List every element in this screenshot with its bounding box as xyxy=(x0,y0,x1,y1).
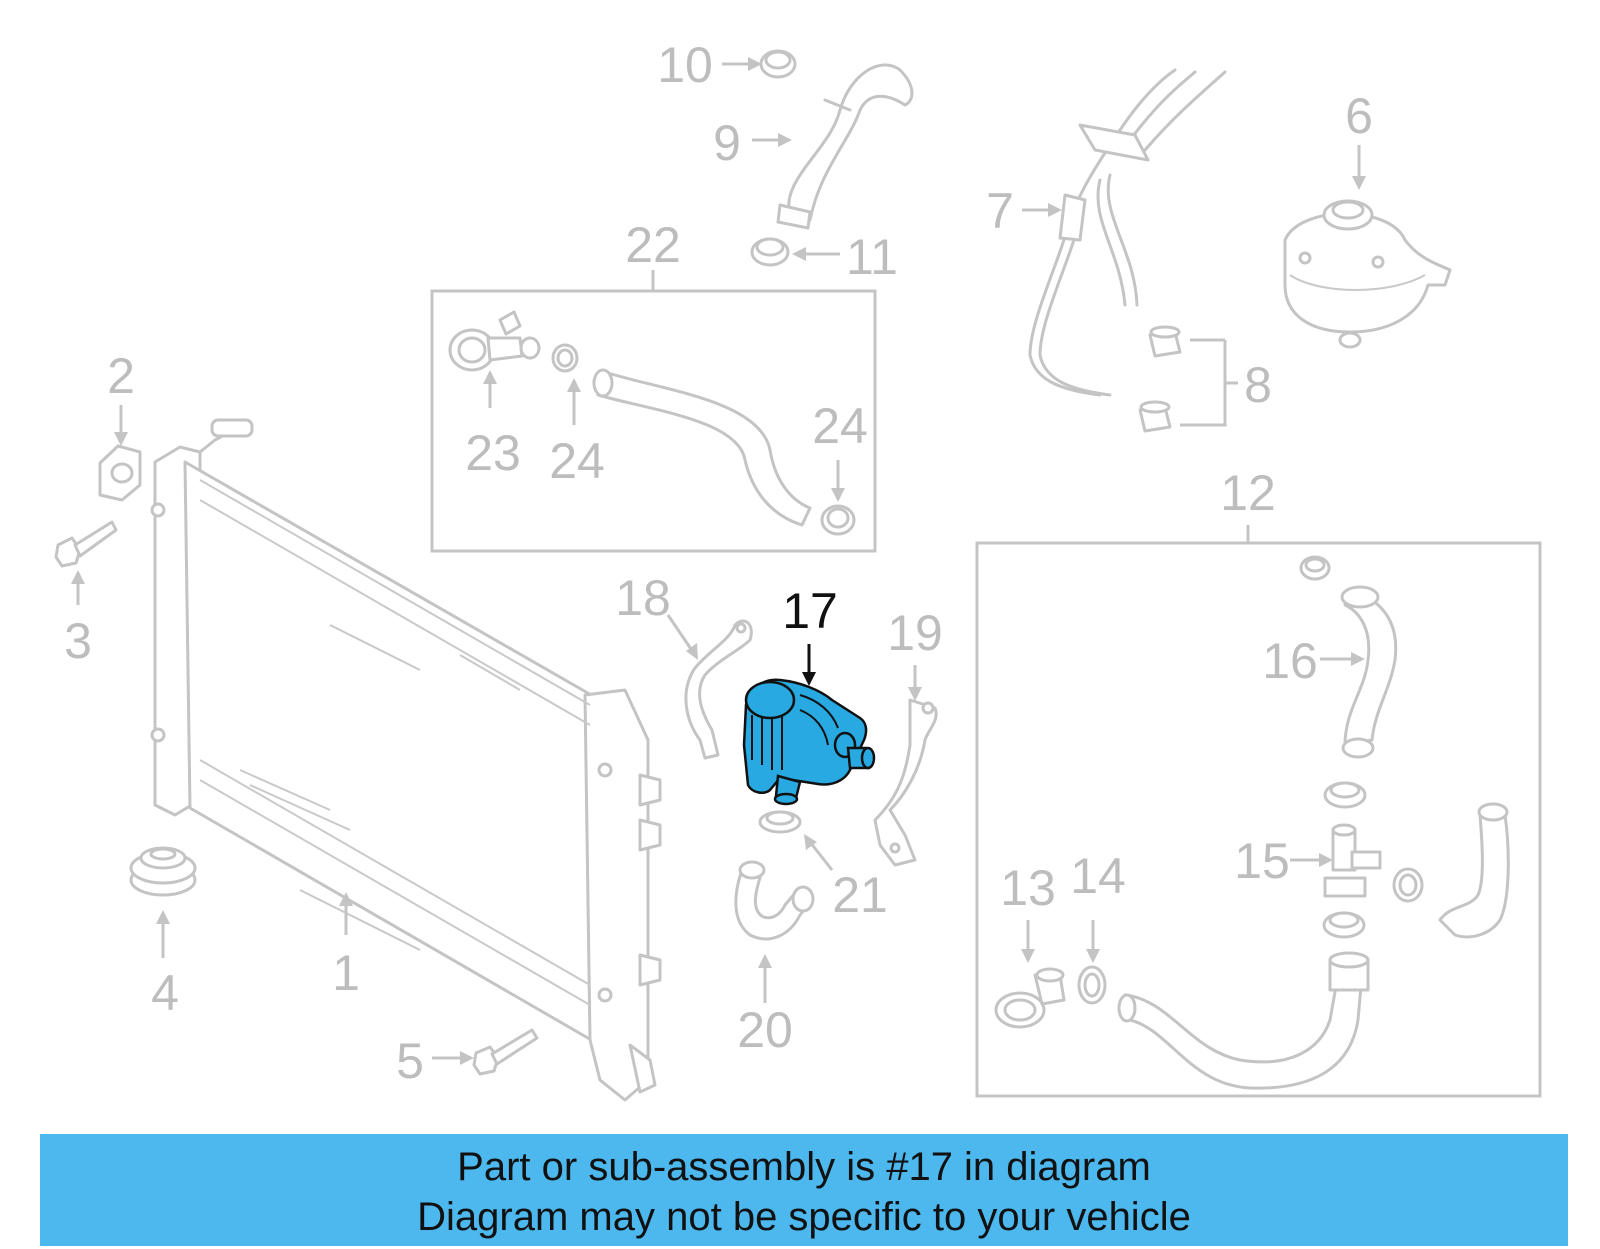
callout-3: 3 xyxy=(64,613,92,669)
part-23-connector xyxy=(448,310,541,372)
callout-5: 5 xyxy=(396,1033,424,1089)
callout-21: 21 xyxy=(832,867,888,923)
part-11-clamp xyxy=(750,237,790,267)
banner-line-1: Part or sub-assembly is #17 in diagram xyxy=(457,1145,1151,1189)
part-16-hose xyxy=(1340,585,1398,759)
callout-10: 10 xyxy=(657,37,713,93)
part-19-bracket xyxy=(873,698,938,867)
part-13-connector xyxy=(994,967,1066,1029)
callout-13: 13 xyxy=(1000,860,1056,916)
callout-8: 8 xyxy=(1244,357,1272,413)
part-22-hose xyxy=(592,368,812,527)
callout-labels: 1 2 3 4 5 6 7 8 9 10 11 12 13 14 15 16 1… xyxy=(64,37,1373,1089)
part-6-expansion-tank xyxy=(1283,199,1452,349)
group-box-12 xyxy=(975,541,1542,1098)
callout-20: 20 xyxy=(737,1002,793,1058)
banner-line-2: Diagram may not be specific to your vehi… xyxy=(417,1195,1191,1239)
callout-7: 7 xyxy=(986,183,1014,239)
callout-18: 18 xyxy=(615,570,671,626)
callout-9: 9 xyxy=(713,115,741,171)
callout-15: 15 xyxy=(1234,833,1290,889)
callout-14: 14 xyxy=(1070,848,1126,904)
callout-12: 12 xyxy=(1220,465,1276,521)
part-clamp-lower xyxy=(1322,911,1366,939)
part-24-clamp-b xyxy=(820,504,856,536)
callout-22: 22 xyxy=(625,217,681,273)
callout-11: 11 xyxy=(846,229,898,285)
callout-4: 4 xyxy=(151,965,179,1021)
callout-1: 1 xyxy=(332,945,360,1001)
callout-23: 23 xyxy=(465,425,521,481)
part-14-clamp xyxy=(1077,965,1107,1005)
part-7-pipe xyxy=(1028,68,1227,397)
part-4-rubber-mount xyxy=(129,846,197,897)
callout-16: 16 xyxy=(1262,633,1318,689)
part-21-clamp xyxy=(758,810,802,834)
part-24-clamp-a xyxy=(551,343,579,373)
part-8-clip-a xyxy=(1148,325,1182,358)
radiator xyxy=(150,418,662,1102)
part-17-water-pump xyxy=(742,678,876,806)
part-9-upper-hose xyxy=(776,63,914,230)
part-12-lower-hose xyxy=(1117,951,1370,1090)
callout-24-left: 24 xyxy=(549,433,605,489)
info-banner: Part or sub-assembly is #17 in diagram D… xyxy=(40,1134,1568,1246)
part-5-bolt xyxy=(472,1028,539,1076)
part-clamp-top xyxy=(1299,555,1331,581)
callout-17: 17 xyxy=(782,583,838,639)
part-20-hose xyxy=(734,860,815,941)
part-clamp-mid xyxy=(1323,781,1367,809)
leader-arrow-17 xyxy=(802,644,816,686)
callout-6: 6 xyxy=(1345,88,1373,144)
part-3-bolt xyxy=(54,520,118,568)
leader-arrows xyxy=(71,57,1366,1065)
part-hose-right xyxy=(1438,802,1510,939)
part-18-bracket xyxy=(684,619,753,760)
part-10-clamp xyxy=(759,49,797,79)
callout-24-right: 24 xyxy=(812,398,868,454)
part-8-clip-b xyxy=(1138,400,1172,433)
callout-2: 2 xyxy=(107,348,135,404)
part-15-tee-fitting xyxy=(1323,823,1382,898)
callout-19: 19 xyxy=(887,605,943,661)
part-clamp-right xyxy=(1392,867,1424,903)
part-2-mount-bracket xyxy=(98,444,142,502)
